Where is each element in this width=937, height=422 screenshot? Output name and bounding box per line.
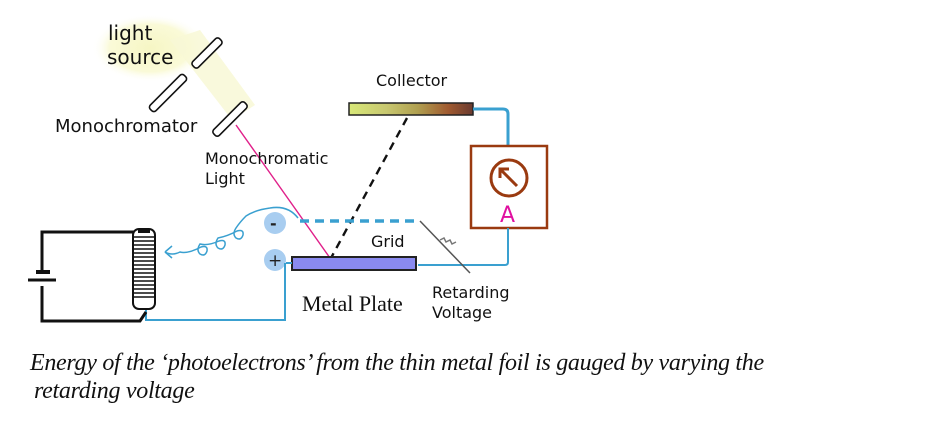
photoelectron-path — [329, 117, 409, 259]
monochromator-label: Monochromator — [55, 116, 198, 137]
ammeter-dial-icon — [489, 158, 529, 198]
light-glow — [92, 14, 208, 82]
slit-2 — [148, 73, 188, 113]
monochromatic-light-label: Monochromatic — [205, 149, 328, 168]
caption-line-2: retarding voltage — [34, 378, 195, 404]
metal-plate — [291, 256, 417, 271]
negative-terminal: - — [264, 212, 286, 234]
filament-coil — [132, 228, 156, 310]
svg-text:+: + — [268, 251, 282, 271]
figure-caption: Energy of the ‘photoelectrons’ from the … — [30, 349, 930, 405]
retarding-voltage-label: Retarding — [432, 283, 510, 302]
retarding-voltage-resistor — [419, 220, 471, 274]
retarding-voltage-label-2: Voltage — [432, 303, 492, 322]
metal-plate-label: Metal Plate — [302, 291, 403, 316]
ammeter-needle-head — [498, 167, 509, 178]
light-beam — [170, 30, 255, 120]
monochromatic-light-ray — [235, 124, 331, 259]
light-source: light source — [92, 14, 255, 120]
positive-terminal: + — [264, 249, 286, 271]
wire-plate-filament — [145, 262, 292, 321]
ammeter-label: A — [500, 203, 515, 228]
svg-text:-: - — [270, 214, 277, 233]
caption-line-1: Energy of the ‘photoelectrons’ from the … — [30, 350, 764, 376]
slit-3 — [212, 101, 248, 137]
coiled-wire — [164, 206, 299, 256]
slit-1 — [191, 37, 223, 69]
wire-collector-ammeter — [473, 107, 510, 146]
light-source-label-2: source — [107, 45, 173, 69]
ammeter-needle — [498, 167, 519, 188]
wire-ammeter-plate — [418, 228, 509, 266]
monochromator — [148, 37, 248, 137]
grid-label: Grid — [371, 232, 405, 251]
arrow-head-icon — [164, 245, 173, 259]
collector-label: Collector — [376, 71, 448, 90]
light-source-label: light — [108, 21, 152, 45]
ammeter: A — [469, 144, 549, 230]
collector-plate — [348, 102, 474, 116]
monochromatic-light-label-2: Light — [205, 169, 245, 188]
battery-circuit — [28, 230, 148, 323]
photoelectric-diagram: light source Monochromator Monochromatic… — [28, 14, 549, 323]
